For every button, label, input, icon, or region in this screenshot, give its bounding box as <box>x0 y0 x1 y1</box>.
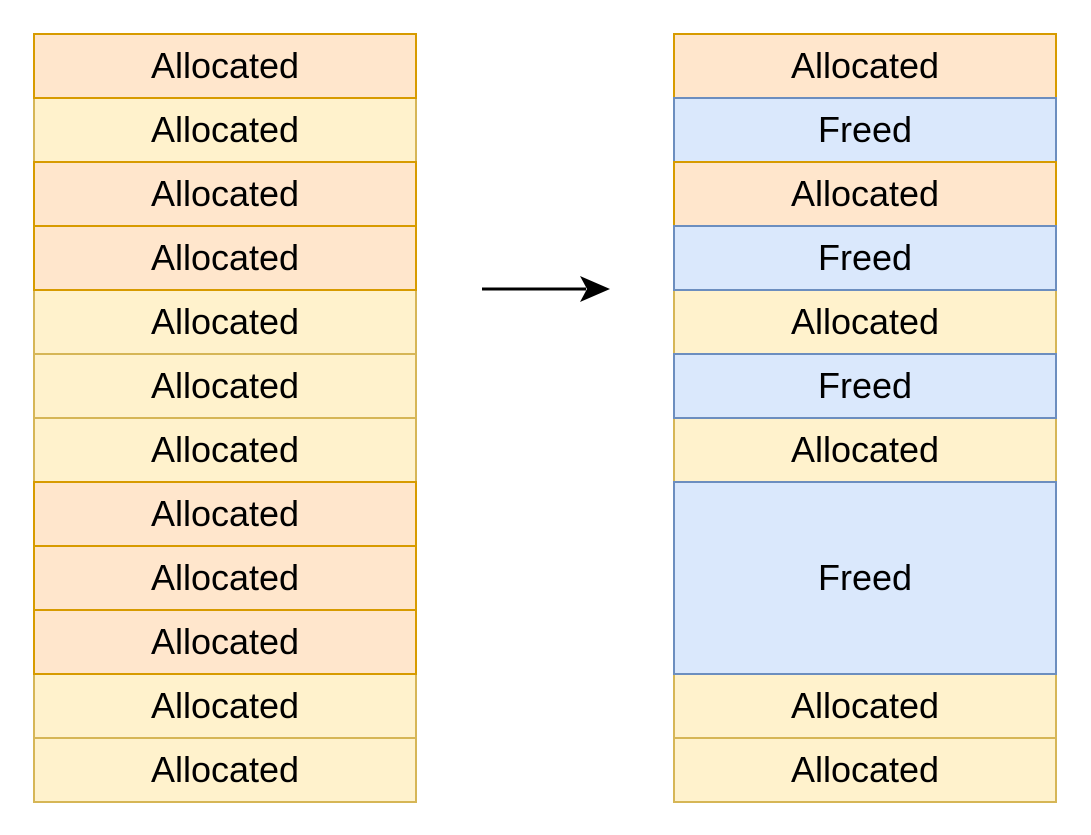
after-memory-block-allocated: Allocated <box>673 33 1057 99</box>
before-memory-block-allocated: Allocated <box>33 545 417 611</box>
before-memory-block-allocated: Allocated <box>33 609 417 675</box>
after-memory-block-allocated: Allocated <box>673 161 1057 227</box>
before-memory-block-allocated: Allocated <box>33 353 417 419</box>
transition-arrow-icon <box>482 276 610 302</box>
before-memory-block-allocated: Allocated <box>33 225 417 291</box>
after-memory-block-freed: Freed <box>673 353 1057 419</box>
after-memory-block-freed: Freed <box>673 225 1057 291</box>
after-memory-block-allocated: Allocated <box>673 417 1057 483</box>
before-memory-block-allocated: Allocated <box>33 161 417 227</box>
after-memory-block-freed: Freed <box>673 97 1057 163</box>
before-memory-block-allocated: Allocated <box>33 481 417 547</box>
before-memory-block-allocated: Allocated <box>33 97 417 163</box>
after-memory-block-freed: Freed <box>673 481 1057 675</box>
before-memory-block-allocated: Allocated <box>33 289 417 355</box>
before-memory-block-allocated: Allocated <box>33 737 417 803</box>
before-memory-block-allocated: Allocated <box>33 33 417 99</box>
after-memory-block-allocated: Allocated <box>673 673 1057 739</box>
after-memory-block-allocated: Allocated <box>673 737 1057 803</box>
after-memory-block-allocated: Allocated <box>673 289 1057 355</box>
before-memory-block-allocated: Allocated <box>33 417 417 483</box>
arrow-head <box>580 276 610 302</box>
before-memory-block-allocated: Allocated <box>33 673 417 739</box>
